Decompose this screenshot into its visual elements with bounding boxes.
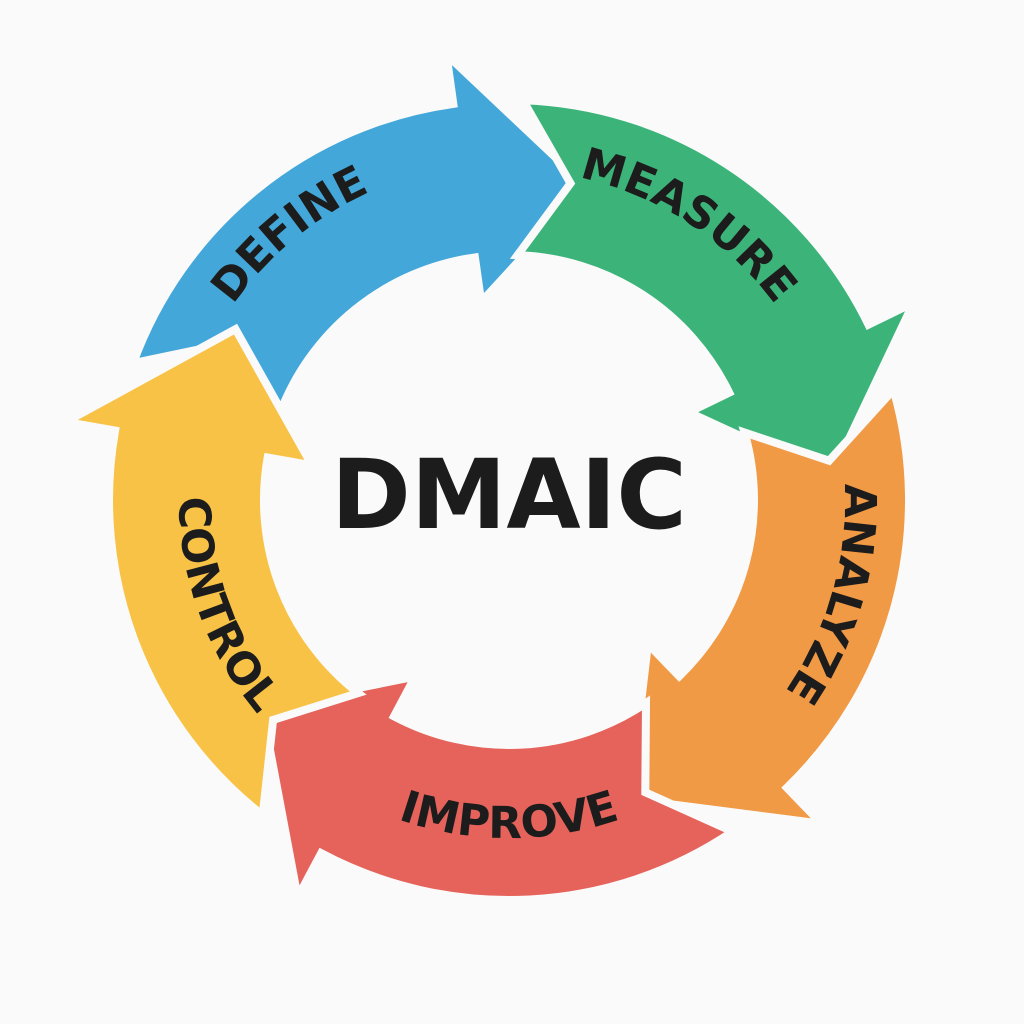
- analyze-arrow: [625, 381, 913, 830]
- define-arrow: [126, 43, 593, 425]
- improve-arrow: [257, 671, 741, 910]
- center-title: DMAIC: [331, 439, 687, 551]
- measure-arrow: [509, 95, 923, 483]
- control-arrow: [53, 323, 367, 823]
